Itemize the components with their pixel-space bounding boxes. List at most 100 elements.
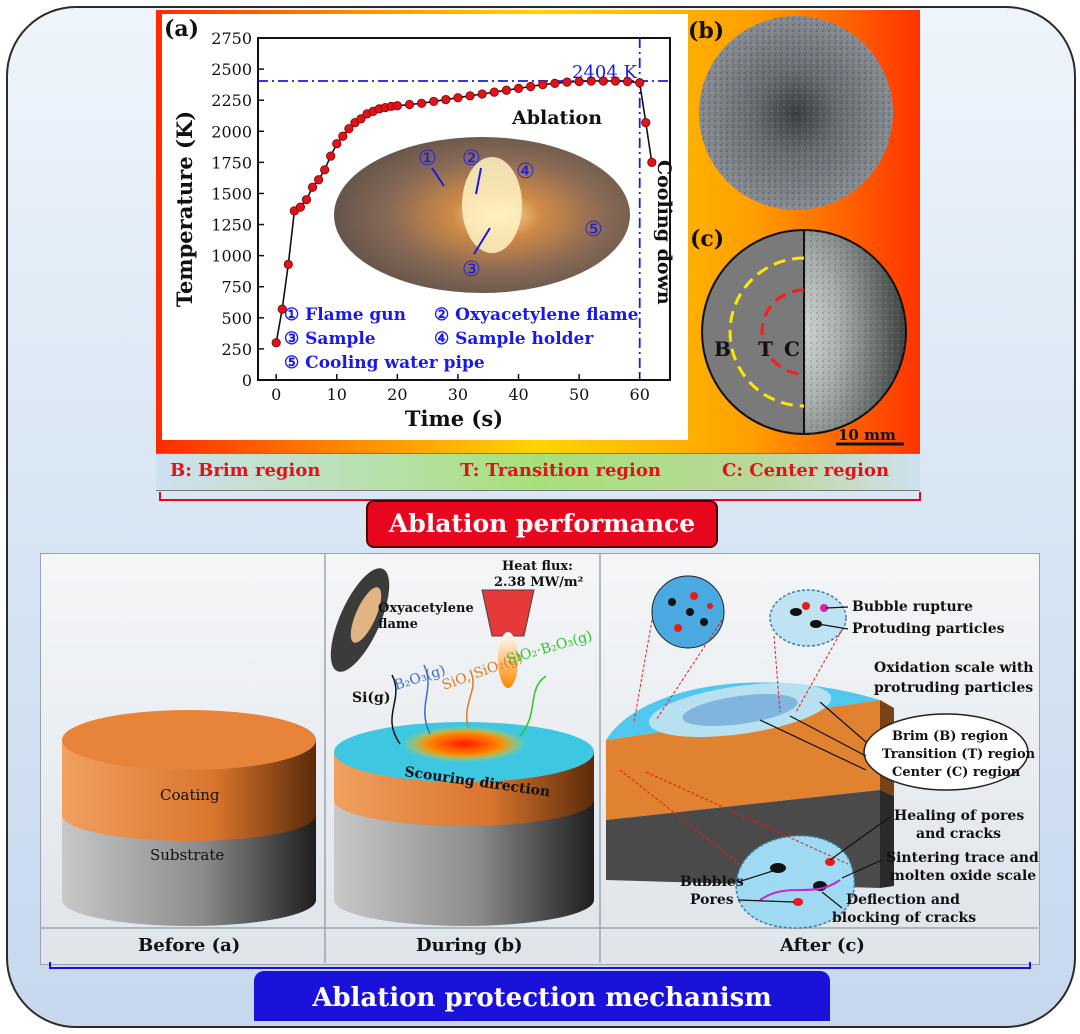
photo-pointer-1 (431, 167, 445, 187)
bubble-zoom-circle (651, 575, 725, 649)
ablated-surface-texture (699, 16, 893, 210)
temperature-point-39 (622, 76, 633, 87)
after-label: After (c) (780, 935, 865, 956)
photo-marker-4: ④ (516, 159, 535, 183)
x-tick-label-3: 30 (448, 385, 468, 404)
temperature-point-7 (313, 175, 324, 185)
x-axis-label: Time (s) (405, 406, 503, 431)
photo-pointer-2 (475, 167, 482, 195)
pointer-sintering (841, 859, 883, 879)
bottom-bracket (49, 962, 1031, 969)
oxyacetylene-flame-icon (330, 568, 390, 672)
y-tick-label-3: 750 (221, 278, 252, 297)
oxidation-scale-label-2: protruding particles (874, 680, 1033, 696)
cross-section-blob (735, 835, 856, 929)
zoom-line-1 (633, 619, 653, 723)
scale-bar-label: 10 mm (838, 426, 896, 444)
cross-zoom-line-1 (619, 769, 743, 867)
oxidation-scale-label-1: Oxidation scale with (874, 660, 1034, 676)
photo-marker-5: ⑤ (584, 217, 603, 241)
cross-zoom-line-2 (645, 771, 849, 865)
x-tick-label-0: 0 (271, 385, 281, 404)
center-region-callout: Center (C) region (892, 765, 1021, 780)
temperature-point-8 (320, 165, 330, 175)
temperature-point-27 (477, 89, 487, 99)
gas-label-sig: Si(g) (352, 690, 390, 706)
transition-region-callout: Transition (T) region (882, 747, 1036, 762)
region-letter-t: T (758, 337, 773, 361)
x-tick-label-6: 60 (630, 385, 650, 404)
region-letter-c: C (784, 337, 800, 361)
before-label: Before (a) (138, 935, 241, 956)
ablation-performance-banner: Ablation performance (366, 500, 718, 548)
temperature-point-35 (574, 76, 584, 87)
center-region-label: C: Center region (722, 460, 890, 481)
y-tick-label-4: 1000 (211, 247, 252, 266)
protruding-particles-label: Protuding particles (852, 621, 1005, 637)
zoom-line-4 (795, 629, 843, 713)
deflection-label-2: blocking of cracks (832, 910, 976, 926)
temperature-point-28 (489, 87, 499, 97)
flame-glow (462, 157, 522, 253)
y-tick-label-2: 500 (221, 309, 252, 328)
panel-b-tag: (b) (688, 18, 725, 44)
temperature-point-34 (562, 77, 572, 87)
temperature-point-0 (271, 338, 281, 348)
transition-region-label: T: Transition region (460, 460, 661, 481)
panel-c-tag: (c) (690, 226, 725, 252)
temperature-point-9 (326, 151, 336, 161)
ablation-label: Ablation (511, 107, 602, 129)
y-axis-label: Temperature (K) (172, 111, 197, 307)
x-tick-label-1: 10 (327, 385, 347, 404)
region-photo-texture (804, 230, 906, 434)
temperature-point-41 (641, 117, 651, 128)
panel-a-tag: (a) (164, 16, 200, 42)
y-tick-label-9: 2250 (211, 91, 252, 110)
temperature-point-22 (416, 98, 427, 108)
cooling-down-label: Cooling down (653, 160, 675, 305)
gas-arrow-b2o3 (423, 664, 431, 735)
temperature-point-42 (647, 157, 657, 167)
flame-label-2: flame (378, 617, 418, 632)
temperature-point-24 (441, 94, 451, 105)
region-pointer-3 (759, 719, 867, 771)
pointer-pores (737, 899, 795, 903)
temperature-point-32 (538, 80, 548, 90)
y-tick-label-0: 0 (242, 371, 252, 390)
temperature-point-20 (392, 101, 402, 111)
region-callout (863, 713, 1029, 791)
photo-pointer-3 (473, 227, 491, 255)
y-tick-label-6: 1500 (211, 184, 252, 203)
y-tick-label-5: 1250 (211, 216, 252, 235)
temperature-point-36 (586, 76, 596, 86)
x-tick-label-4: 40 (508, 385, 528, 404)
substrate-label: Substrate (150, 846, 224, 864)
temperature-point-40 (635, 78, 645, 88)
temperature-point-38 (610, 76, 621, 86)
transition-boundary (728, 256, 805, 408)
legend-sample-holder: ④ Sample holder (434, 329, 594, 349)
healing-label-2: and cracks (916, 826, 1001, 842)
temperature-point-31 (526, 81, 536, 92)
temperature-point-25 (453, 93, 463, 103)
ablation-protection-banner: Ablation protection mechanism (254, 971, 830, 1021)
temperature-point-6 (307, 182, 318, 192)
photo-marker-1: ① (418, 146, 437, 170)
legend-sample: ③ Sample (284, 329, 376, 349)
during-cylinder (334, 722, 594, 926)
temperature-point-37 (598, 76, 608, 86)
legend-oxyacetylene-flame: ② Oxyacetylene flame (434, 305, 639, 325)
brim-region-label: B: Brim region (170, 460, 321, 481)
photo-marker-3: ③ (462, 257, 481, 281)
pointer-healing (829, 816, 891, 861)
temperature-point-4 (295, 202, 306, 212)
pores-label: Pores (690, 892, 734, 908)
bubbles-label: Bubbles (680, 874, 744, 890)
flame-label-1: Oxyacetylene (378, 601, 474, 616)
during-label: During (b) (416, 935, 523, 956)
temperature-point-30 (513, 83, 524, 93)
region-legend-band: B: Brim region T: Transition region C: C… (156, 453, 920, 491)
pointer-bubbles (737, 869, 777, 883)
zoom-line-3 (773, 635, 781, 713)
